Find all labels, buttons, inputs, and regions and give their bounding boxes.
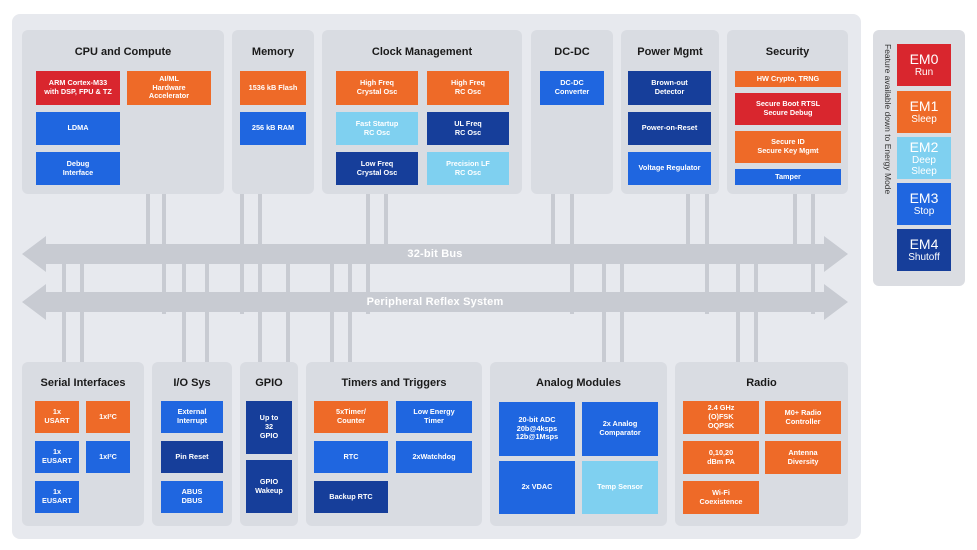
block-backup-rtc: Backup RTC xyxy=(314,481,388,513)
connector xyxy=(793,194,797,260)
block-tamper: Tamper xyxy=(735,169,841,185)
panel-radio: Radio 2.4 GHz (O)FSK OQPSK M0+ Radio Con… xyxy=(675,362,848,526)
legend-mode-desc: Run xyxy=(914,67,934,78)
panel-title: Serial Interfaces xyxy=(40,377,126,389)
bus-32bit: 32-bit Bus xyxy=(22,236,848,272)
panel-title: Power Mgmt xyxy=(637,46,703,58)
block-eusart-2: 1x EUSART xyxy=(35,481,79,513)
block-pin-reset: Pin Reset xyxy=(161,441,223,473)
connector xyxy=(551,194,555,260)
panel-dcdc: DC-DC DC-DC Converter xyxy=(531,30,613,194)
block-secure-id: Secure ID Secure Key Mgmt xyxy=(735,131,841,163)
connector xyxy=(258,194,262,260)
block-usart: 1x USART xyxy=(35,401,79,433)
block-fsk: 2.4 GHz (O)FSK OQPSK xyxy=(683,401,759,434)
panel-clock: Clock Management High Freq Crystal Osc H… xyxy=(322,30,522,194)
block-fast-startup: Fast Startup RC Osc xyxy=(336,112,418,145)
block-hf-rc: High Freq RC Osc xyxy=(427,71,509,105)
legend-em2: EM2 Deep Sleep xyxy=(897,137,951,179)
panel-title: GPIO xyxy=(255,377,283,389)
block-ai-ml: AI/ML Hardware Accelerator xyxy=(127,71,211,105)
legend-caption: Feature available down to Energy Mode xyxy=(883,44,893,195)
legend-mode-desc: Stop xyxy=(913,206,935,217)
block-watchdog: 2xWatchdog xyxy=(396,441,472,473)
bus-prs: Peripheral Reflex System xyxy=(22,284,848,320)
panel-cpu: CPU and Compute ARM Cortex-M33 with DSP,… xyxy=(22,30,224,194)
panel-title: CPU and Compute xyxy=(74,46,172,58)
block-voltage-regulator: Voltage Regulator xyxy=(628,152,711,185)
bus-32bit-label: 32-bit Bus xyxy=(407,248,463,260)
block-hw-crypto: HW Crypto, TRNG xyxy=(735,71,841,87)
panel-title: DC-DC xyxy=(554,46,590,58)
panel-title: Security xyxy=(765,46,810,58)
panel-title: Radio xyxy=(746,377,777,389)
connector xyxy=(146,194,150,260)
block-precision-lf: Precision LF RC Osc xyxy=(427,152,509,185)
legend-mode-desc: Deep Sleep xyxy=(911,154,937,177)
block-pa: 0,10,20 dBm PA xyxy=(683,441,759,474)
block-m0-radio: M0+ Radio Controller xyxy=(765,401,841,434)
block-brown-out: Brown-out Detector xyxy=(628,71,711,105)
block-secure-boot: Secure Boot RTSL Secure Debug xyxy=(735,93,841,125)
legend-mode-name: EM2 xyxy=(909,138,939,155)
block-wifi-coex: Wi-Fi Coexistence xyxy=(683,481,759,514)
panel-io: I/O Sys External Interrupt Pin Reset ABU… xyxy=(152,362,232,526)
block-rtc: RTC xyxy=(314,441,388,473)
block-abus-dbus: ABUS DBUS xyxy=(161,481,223,513)
bus-arrow-shape xyxy=(22,236,848,272)
energy-mode-legend: EM0 Run EM1 Sleep EM2 Deep Sleep EM3 Sto… xyxy=(873,30,965,286)
panel-power: Power Mgmt Brown-out Detector Power-on-R… xyxy=(621,30,719,194)
legend-mode-name: EM1 xyxy=(909,98,939,114)
panel-title: Clock Management xyxy=(371,46,473,58)
block-lf-crystal: Low Freq Crystal Osc xyxy=(336,152,418,185)
legend-em4: EM4 Shutoff xyxy=(897,229,951,271)
legend-em1: EM1 Sleep xyxy=(897,91,951,133)
panel-title: Timers and Triggers xyxy=(341,377,447,389)
legend-mode-desc: Shutoff xyxy=(908,252,940,263)
block-antenna-diversity: Antenna Diversity xyxy=(765,441,841,474)
block-i2c-1: 1xI²C xyxy=(86,401,130,433)
block-external-interrupt: External Interrupt xyxy=(161,401,223,433)
block-hf-crystal: High Freq Crystal Osc xyxy=(336,71,418,105)
legend-mode-name: EM3 xyxy=(909,190,939,206)
block-flash: 1536 kB Flash xyxy=(240,71,306,105)
bus-prs-label: Peripheral Reflex System xyxy=(366,296,504,308)
panel-gpio: GPIO Up to 32 GPIO GPIO Wakeup xyxy=(240,362,298,526)
panel-title: Memory xyxy=(251,46,295,58)
legend-caption-container: Feature available down to Energy Mode xyxy=(879,44,897,272)
panel-security: Security HW Crypto, TRNG Secure Boot RTS… xyxy=(727,30,848,194)
bus-arrow-shape xyxy=(22,284,848,320)
block-power-on-reset: Power-on-Reset xyxy=(628,112,711,145)
block-ram: 256 kB RAM xyxy=(240,112,306,145)
block-gpio-wakeup: GPIO Wakeup xyxy=(246,460,292,513)
legend-mode-name: EM0 xyxy=(909,51,939,67)
connector xyxy=(686,194,690,260)
block-debug: Debug Interface xyxy=(36,152,120,185)
block-eusart-1: 1x EUSART xyxy=(35,441,79,473)
panel-title: I/O Sys xyxy=(173,377,211,389)
block-temp-sensor: Temp Sensor xyxy=(582,461,658,514)
block-i2c-2: 1xI²C xyxy=(86,441,130,473)
panel-timers: Timers and Triggers 5xTimer/ Counter Low… xyxy=(306,362,482,526)
block-gpio: Up to 32 GPIO xyxy=(246,401,292,454)
legend-mode-desc: Sleep xyxy=(911,114,937,125)
legend-mode-name: EM4 xyxy=(909,236,939,252)
block-comparator: 2x Analog Comparator xyxy=(582,402,658,456)
panel-title: Analog Modules xyxy=(536,377,621,389)
panel-serial: Serial Interfaces 1x USART 1xI²C 1x EUSA… xyxy=(22,362,144,526)
block-vdac: 2x VDAC xyxy=(499,461,575,514)
block-le-timer: Low Energy Timer xyxy=(396,401,472,433)
block-timer-counter: 5xTimer/ Counter xyxy=(314,401,388,433)
block-arm-cortex: ARM Cortex-M33 with DSP, FPU & TZ xyxy=(36,71,120,105)
legend-em3: EM3 Stop xyxy=(897,183,951,225)
panel-memory: Memory 1536 kB Flash 256 kB RAM xyxy=(232,30,314,194)
block-ldma: LDMA xyxy=(36,112,120,145)
block-adc: 20-bit ADC 20b@4ksps 12b@1Msps xyxy=(499,402,575,456)
block-ul-freq: UL Freq RC Osc xyxy=(427,112,509,145)
panel-analog: Analog Modules 20-bit ADC 20b@4ksps 12b@… xyxy=(490,362,667,526)
connector xyxy=(384,194,388,260)
legend-em0: EM0 Run xyxy=(897,44,951,86)
block-dcdc-converter: DC-DC Converter xyxy=(540,71,604,105)
